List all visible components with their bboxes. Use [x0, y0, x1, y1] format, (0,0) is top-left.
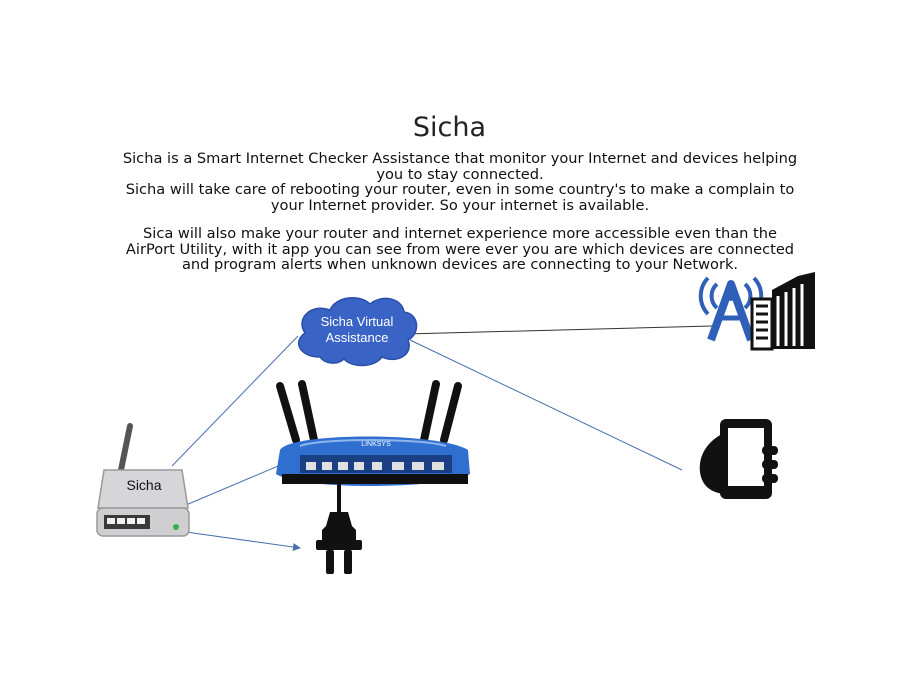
cloud-icon — [298, 297, 418, 367]
router-icon — [276, 380, 470, 486]
description-paragraph-1: Sicha is a Smart Internet Checker Assist… — [122, 150, 798, 183]
connector-lines — [171, 325, 713, 551]
router-brand-label: LINKSYS — [361, 441, 391, 448]
line-device-to-plug — [185, 531, 301, 551]
page-title: Sicha — [412, 112, 487, 143]
sicha-device-icon — [96, 423, 190, 537]
power-plug-icon — [316, 484, 362, 574]
line-device-to-cloud — [171, 335, 299, 467]
line-device-to-router — [185, 460, 291, 506]
line-cloud-to-tower — [405, 325, 713, 335]
line-cloud-to-phone — [409, 339, 683, 471]
sicha-device-label: Sicha — [126, 477, 162, 493]
description-paragraph-2: Sicha will take care of rebooting your r… — [125, 181, 795, 214]
cell-tower-building-icon — [698, 272, 815, 351]
description-paragraph-3: Sica will also make your router and inte… — [125, 225, 795, 273]
smartphone-hand-icon — [699, 419, 778, 499]
cloud-label: Sicha Virtual Assistance — [320, 314, 394, 345]
